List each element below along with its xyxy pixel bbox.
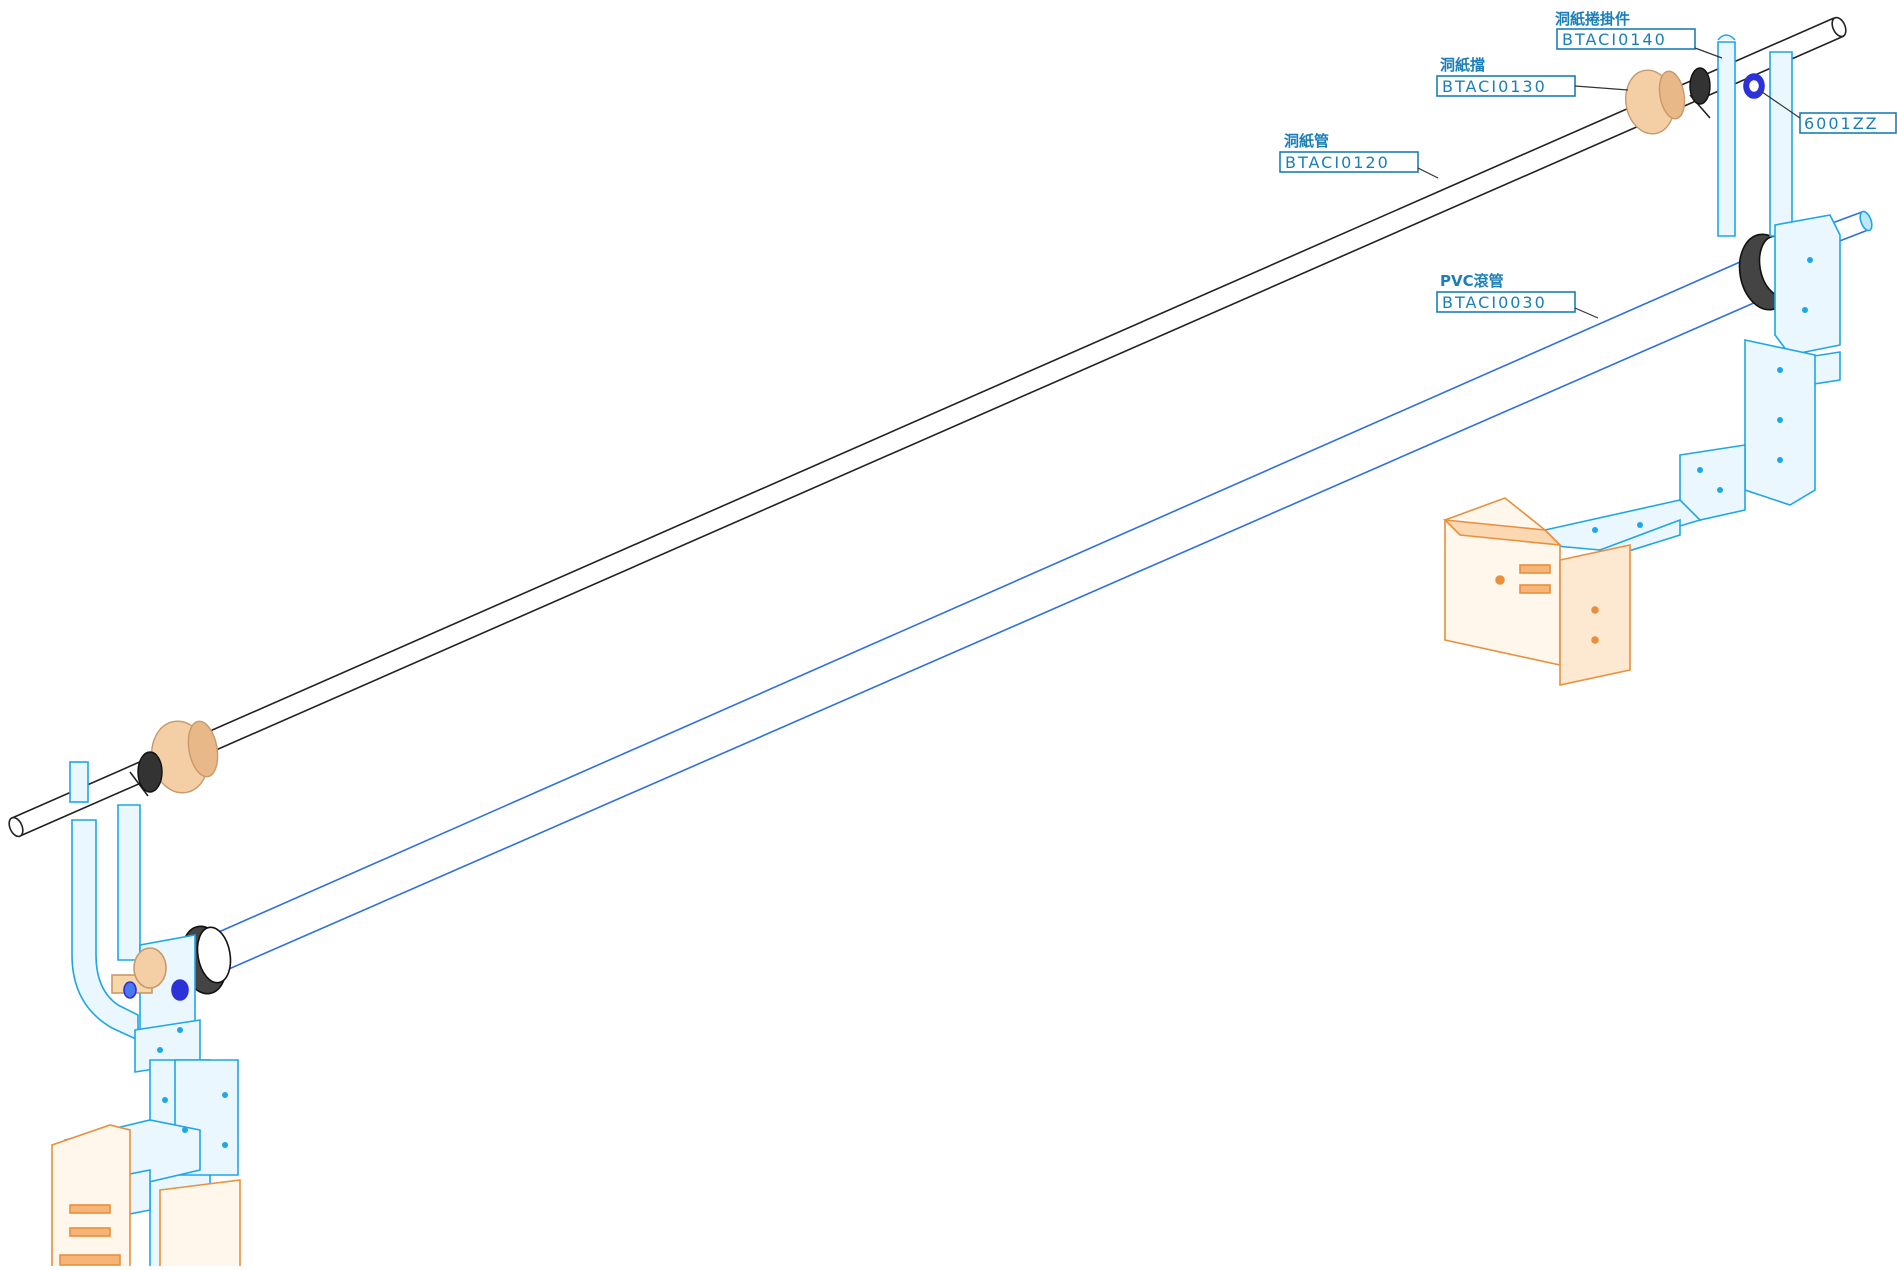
leader-paper-tube [1417,167,1439,179]
callout-title-paper-stop: 洞紙擋 [1440,56,1485,74]
callout-bearing: 6001ZZ [1761,91,1897,134]
left-box [51,1124,241,1270]
callout-paper-stop: 洞紙擋 BTACI0130 [1436,56,1629,97]
right-bracket-frame [1544,34,1841,562]
callout-box-pvc-roller [1436,291,1576,313]
left-bracket-frame [64,761,239,1270]
callout-title-paper-tube: 洞紙管 [1284,132,1329,150]
callout-pvc-roller: PVC滾管 BTACI0030 [1436,272,1599,319]
callout-code-pvc-roller: BTACI0030 [1442,293,1547,312]
callout-box-hanger [1556,28,1696,50]
leader-hanger [1694,47,1723,59]
callout-code-paper-tube: BTACI0120 [1285,153,1390,172]
callout-title-pvc-roller: PVC滾管 [1440,272,1504,290]
callout-code-paper-stop: BTACI0130 [1442,77,1547,96]
callout-paper-tube: 洞紙管 BTACI0120 [1279,132,1439,179]
callout-hanger: 洞紙捲掛件 BTACI0140 [1555,10,1723,59]
paper-tube [8,16,1847,838]
right-box [1442,497,1631,686]
leader-bearing [1761,91,1801,119]
callout-box-bearing [1799,112,1897,134]
leader-paper-stop [1574,85,1629,91]
callout-title-hanger: 洞紙捲掛件 [1555,10,1630,28]
right-frame-holes [1592,257,1813,533]
paper-stop-right [1625,67,1711,135]
callout-box-paper-tube [1279,151,1419,173]
callout-code-hanger: BTACI0140 [1562,30,1667,49]
leader-pvc-roller [1574,307,1599,319]
paper-stop-left [137,720,219,794]
callout-code-bearing: 6001ZZ [1804,114,1879,133]
